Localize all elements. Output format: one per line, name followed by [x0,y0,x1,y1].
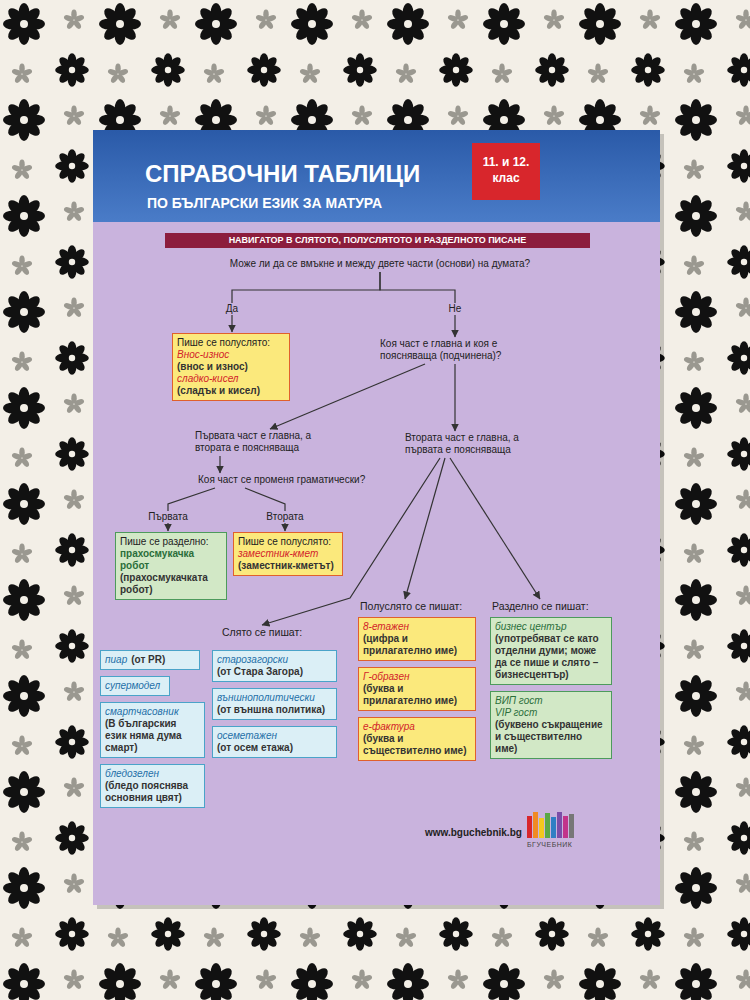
question-text: Коя част е главна и коя е поясняваща (по… [380,338,530,362]
section-band: НАВИГАТОР В СЛЯТОТО, ПОЛУСЛЯТОТО И РАЗДЕ… [165,233,590,248]
node-text: Г-образен [363,671,471,683]
node-text: старозагорски [217,654,332,666]
node-text: (бледо пояснява основния цвят) [105,780,200,804]
joined-box: осеметажен(от осем етажа) [212,726,337,758]
flow-arrow [380,272,455,337]
node-text: смартчасовник [105,706,200,718]
joined-box: пиар (от PR) [100,650,200,670]
flow-arrow [270,364,425,429]
node-text: (от PR) [131,654,165,666]
node-text: бледозелен [105,768,200,780]
node-text: бизнес център [495,621,607,633]
subtitle: ПО БЪЛГАРСКИ ЕЗИК ЗА МАТУРА [147,195,382,211]
joined-box: смартчасовник(В българския език няма дум… [100,702,205,758]
node-text: Коя част е главна и коя е поясняваща (по… [380,338,530,362]
flow-arrow [219,456,220,473]
node-text: Внос-износ [177,349,285,361]
joined-box: супермодел [100,676,170,696]
node-text: осеметажен [217,730,332,742]
flow-arrow [454,364,455,431]
booklet-cover [93,130,660,905]
node-text: Слято се пишат: [222,626,322,639]
question-text: Втората част е главна, а първата е поясн… [405,432,545,456]
flow-arrow [245,488,285,531]
node-text: Полуслято се пишат: [360,600,472,613]
node-text: Първата част е главна, а втората е поясн… [195,430,340,454]
node-text: Пише се полуслято: [177,337,285,349]
joined-box: старозагорски(от Стара Загора) [212,650,337,682]
node-text: (от осем етажа) [217,742,332,754]
node-text: (буква и прилагателно име) [363,683,471,707]
node-text: сладко-кисел [177,373,285,385]
node-text: Коя част се променя граматически? [198,474,378,486]
node-text: (сладък и кисел) [177,385,285,397]
separate-box: бизнес център(употребяват се като отделн… [490,617,612,685]
logo-text: БГУЧЕБНИК [527,841,572,848]
joined-box: бледозелен(бледо пояснява основния цвят) [100,764,205,808]
group-heading: Полуслято се пишат: [360,600,472,613]
node-text: (цифра и прилагателно име) [363,633,471,657]
node-text: (употребяват се като отделни думи; може … [495,633,607,681]
flow-arrow [450,458,540,599]
edge-label: Не [447,303,464,315]
half-joined-box: Г-образен(буква и прилагателно име) [358,667,476,711]
node-text: (буквено съкращение и съществително име) [495,719,607,755]
question-text: Коя част се променя граматически? [198,474,378,486]
node-text: Разделно се пишат: [492,600,604,613]
booklet-header [93,130,660,222]
node-text: 11. и 12. клас [474,155,538,186]
half-joined-box: е-фактура(буква и съществително име) [358,717,476,761]
half-joined-box: 8-етажен(цифра и прилагателно име) [358,617,476,661]
website-url: www.bguchebnik.bg [425,827,522,838]
half-joined-box: Пише се полуслято:Внос-износ(внос и изно… [172,333,290,401]
node-text: ВИП гост [495,695,607,707]
node-text: прахосмукачка робот [120,548,222,572]
edge-label: Втората [264,511,305,523]
half-joined-box: Пише се полуслято:заместник-кмет(заместн… [233,532,343,576]
node-text: (внос и износ) [177,361,285,373]
node-text: (В българския език няма дума смарт) [105,718,200,754]
node-text: пиар [105,654,127,666]
node-text: (прахосмукачката робот) [120,572,222,596]
node-text: (буква и съществително име) [363,733,471,757]
flow-arrow [232,272,380,332]
node-text: (от външна политика) [217,704,332,716]
joined-box: външнополитически(от външна политика) [212,688,337,720]
node-text: (заместник-кметът) [238,560,338,572]
flow-arrow [405,458,445,599]
question-text: Може ли да се вмъкне и между двете части… [220,258,540,270]
node-text: НАВИГАТОР В СЛЯТОТО, ПОЛУСЛЯТОТО И РАЗДЕ… [169,235,586,246]
node-text: 8-етажен [363,621,471,633]
edge-label: Да [224,303,240,315]
node-text: е-фактура [363,721,471,733]
publisher-logo [527,812,574,838]
page-title: СПРАВОЧНИ ТАБЛИЦИ [145,160,420,188]
node-text: Може ли да се вмъкне и между двете части… [220,258,540,270]
node-text: Пише се полуслято: [238,536,338,548]
question-text: Първата част е главна, а втората е поясн… [195,430,340,454]
node-text: VIP гост [495,707,607,719]
flow-arrow [168,488,215,531]
node-text: супермодел [105,680,165,692]
grade-badge: 11. и 12. клас [472,143,540,200]
separate-box: ВИП гостVIP гост(буквено съкращение и съ… [490,691,612,759]
node-text: (от Стара Загора) [217,666,332,678]
node-text: заместник-кмет [238,548,338,560]
edge-label: Първата [146,511,190,523]
node-text: външнополитически [217,692,332,704]
node-text: Втората част е главна, а първата е поясн… [405,432,545,456]
group-heading: Разделно се пишат: [492,600,604,613]
separate-box: Пише се разделно:прахосмукачка робот(пра… [115,532,227,600]
group-heading: Слято се пишат: [222,626,322,639]
node-text: Пише се разделно: [120,536,222,548]
